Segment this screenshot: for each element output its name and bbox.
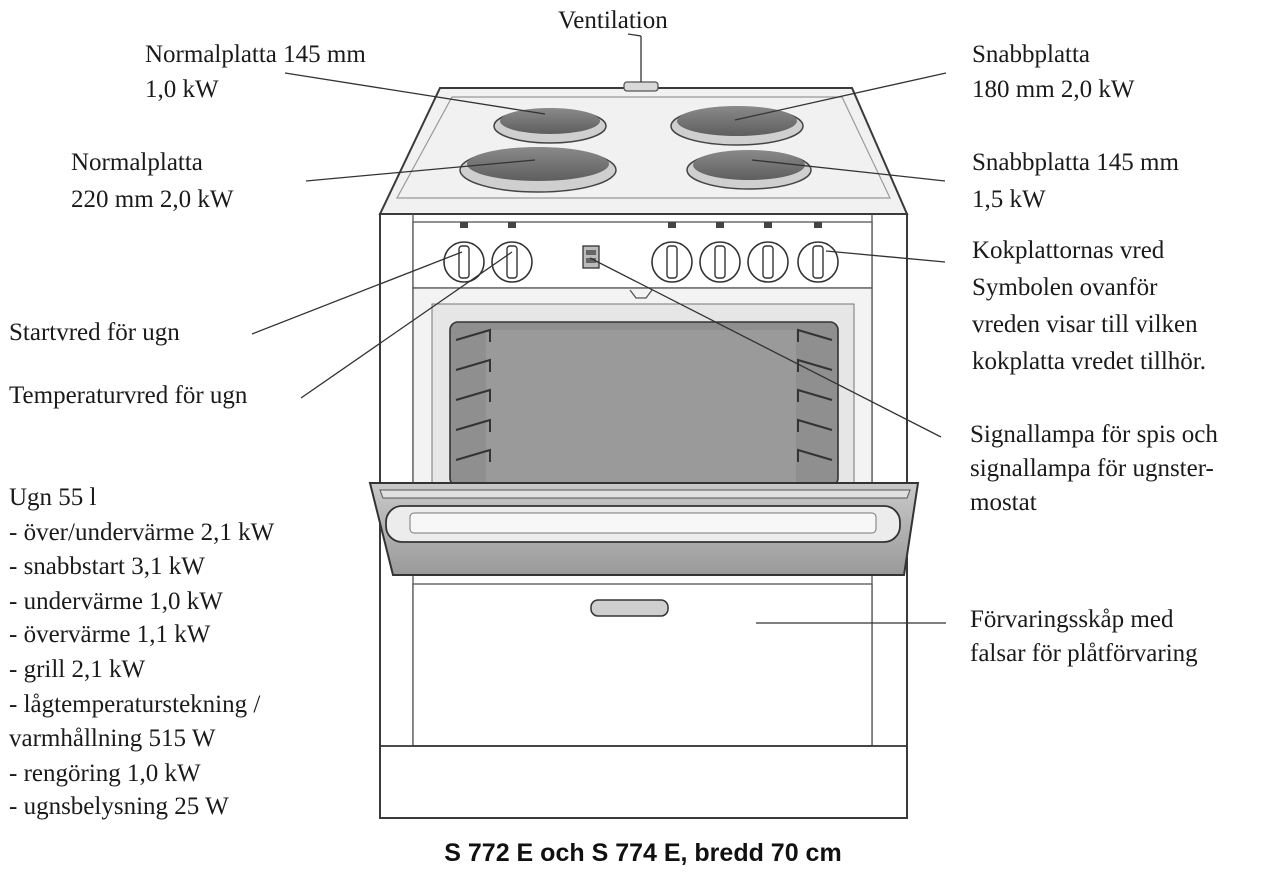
label-signallampa-line-3: mostat (970, 489, 1037, 516)
label-snabbplatta-180-line-2: 180 mm 2,0 kW (972, 76, 1135, 103)
label-normalplatta-220-line-2: 220 mm 2,0 kW (71, 186, 234, 213)
label-kokplattornas-vred-line-1: Kokplattornas vred (972, 237, 1165, 264)
ugn-line-8: varmhållning 515 W (9, 725, 216, 752)
ventilation-grille (624, 82, 658, 91)
label-startvred: Startvred för ugn (9, 319, 180, 346)
label-snabbplatta-180-line-1: Snabbplatta (972, 41, 1090, 68)
label-ugn-specs: Ugn 55 l - över/undervärme 2,1 kW - snab… (9, 484, 280, 820)
label-temperaturvred: Temperaturvred för ugn (9, 382, 248, 409)
stove-illustration (370, 82, 918, 818)
label-forvaringsskap: Förvaringsskåp med falsar för plåtförvar… (970, 606, 1198, 667)
caption: S 772 E och S 774 E, bredd 70 cm (444, 839, 841, 867)
label-signallampa-line-1: Signallampa för spis och (970, 421, 1218, 448)
ugn-line-5: - övervärme 1,1 kW (9, 621, 211, 648)
label-forvaringsskap-line-2: falsar för plåtförvaring (970, 640, 1198, 667)
label-normalplatta-145-line-2: 1,0 kW (145, 76, 219, 103)
ugn-line-6: - grill 2,1 kW (9, 656, 145, 683)
label-kokplattornas-vred: Kokplattornas vred Symbolen ovanför vred… (972, 237, 1206, 375)
label-signallampa: Signallampa för spis och signallampa för… (970, 421, 1224, 516)
ugn-line-3: - snabbstart 3,1 kW (9, 553, 205, 580)
label-normalplatta-220: Normalplatta 220 mm 2,0 kW (71, 149, 234, 213)
hotplate-front-left (460, 147, 616, 192)
hotplate-knob-3 (748, 242, 788, 282)
hotplate-back-right (671, 106, 803, 145)
label-kokplattornas-vred-line-4: kokplatta vredet tillhör. (972, 348, 1206, 375)
label-ventilation: Ventilation (558, 7, 668, 34)
label-snabbplatta-145-line-1: Snabbplatta 145 mm (972, 149, 1179, 176)
hotplate-front-right (687, 150, 811, 189)
hotplate-knob-4 (798, 242, 838, 282)
label-normalplatta-145-line-1: Normalplatta 145 mm (145, 41, 366, 68)
ugn-line-2: - över/undervärme 2,1 kW (9, 519, 275, 546)
ugn-line-1: Ugn 55 l (9, 484, 97, 511)
label-snabbplatta-145: Snabbplatta 145 mm 1,5 kW (972, 149, 1185, 213)
ugn-line-7: - lågtemperaturstekning / (9, 691, 260, 718)
label-signallampa-line-2: signallampa för ugnster- (970, 455, 1214, 482)
drawer-handle (591, 600, 668, 616)
hotplate-knob-2 (700, 242, 740, 282)
label-snabbplatta-145-line-2: 1,5 kW (972, 186, 1046, 213)
label-normalplatta-145: Normalplatta 145 mm 1,0 kW (145, 41, 372, 103)
ugn-line-4: - undervärme 1,0 kW (9, 588, 223, 615)
label-snabbplatta-180: Snabbplatta 180 mm 2,0 kW (972, 41, 1135, 103)
hotplate-back-left (494, 108, 606, 143)
signal-lamps (583, 246, 599, 268)
label-kokplattornas-vred-line-2: Symbolen ovanför (972, 274, 1158, 301)
label-forvaringsskap-line-1: Förvaringsskåp med (970, 606, 1174, 633)
label-kokplattornas-vred-line-3: vreden visar till vilken (972, 311, 1198, 338)
hob-top (380, 88, 907, 214)
hotplate-knob-1 (652, 242, 692, 282)
ugn-line-10: - ugnsbelysning 25 W (9, 793, 229, 820)
ugn-line-9: - rengöring 1,0 kW (9, 760, 201, 787)
label-normalplatta-220-line-1: Normalplatta (71, 149, 203, 176)
